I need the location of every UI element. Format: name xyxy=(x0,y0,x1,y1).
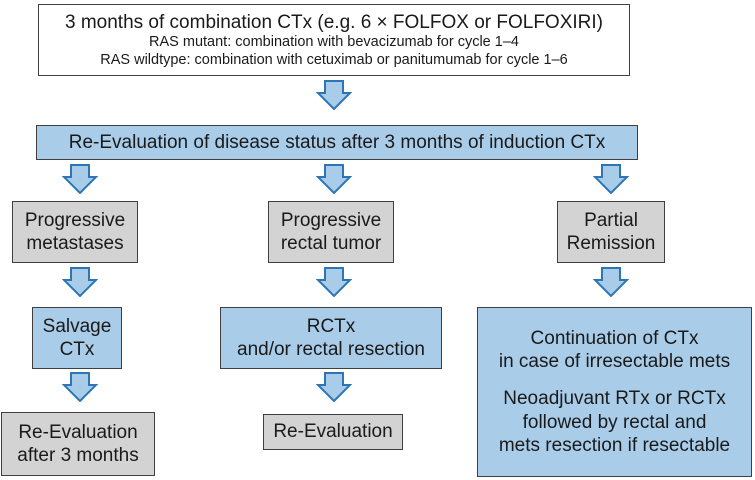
box-line: rectal tumor xyxy=(280,233,382,254)
box-line: Re-Evaluation xyxy=(18,421,138,443)
salvage-ctx-box: Salvage CTx xyxy=(32,307,122,369)
down-arrow-icon xyxy=(593,164,629,194)
down-arrow-icon xyxy=(593,267,629,297)
box-line: Neoadjuvant RTx or RCTx xyxy=(503,388,726,410)
reevaluation-after-3-months-box: Re-Evaluation after 3 months xyxy=(1,412,155,476)
box-line: after 3 months xyxy=(17,445,139,466)
down-arrow-icon xyxy=(62,372,98,402)
box-line: CTx xyxy=(59,339,95,360)
box-line: Remission xyxy=(566,233,656,254)
box-line: Continuation of CTx xyxy=(530,328,699,350)
box-line: metastases xyxy=(26,233,124,254)
continuation-neoadjuvant-box: Continuation of CTx in case of irresecta… xyxy=(477,307,752,477)
box-line: Partial xyxy=(584,209,638,231)
rctx-resection-box: RCTx and/or rectal resection xyxy=(220,307,442,369)
down-arrow-icon xyxy=(316,164,352,194)
box-line: RCTx xyxy=(306,315,356,337)
box-line: Re-Evaluation xyxy=(273,421,393,443)
down-arrow-icon xyxy=(62,164,98,194)
box-line: Salvage xyxy=(42,315,112,337)
partial-remission-box: Partial Remission xyxy=(557,201,665,263)
induction-therapy-box: 3 months of combination CTx (e.g. 6 × FO… xyxy=(38,4,630,76)
box-line: Progressive xyxy=(24,209,126,231)
reevaluation-bar: Re-Evaluation of disease status after 3 … xyxy=(36,125,638,160)
progressive-metastases-box: Progressive metastases xyxy=(12,201,138,263)
ras-mutant-line: RAS mutant: combination with bevacizumab… xyxy=(149,33,519,50)
box-line: mets resection if resectable xyxy=(498,434,731,456)
box-line: followed by rectal and xyxy=(522,411,707,433)
reevaluation-box: Re-Evaluation xyxy=(263,414,403,450)
box-line: in case of irresectable mets xyxy=(498,351,731,373)
down-arrow-icon xyxy=(316,267,352,297)
box-line: and/or rectal resection xyxy=(237,339,425,360)
induction-therapy-title: 3 months of combination CTx (e.g. 6 × FO… xyxy=(65,11,603,33)
down-arrow-icon xyxy=(62,267,98,297)
reevaluation-bar-text: Re-Evaluation of disease status after 3 … xyxy=(68,131,606,153)
ras-wildtype-line: RAS wildtype: combination with cetuximab… xyxy=(100,51,568,68)
box-line: Progressive xyxy=(280,209,382,231)
down-arrow-icon xyxy=(316,80,352,110)
progressive-rectal-tumor-box: Progressive rectal tumor xyxy=(268,201,394,263)
down-arrow-icon xyxy=(316,372,352,402)
